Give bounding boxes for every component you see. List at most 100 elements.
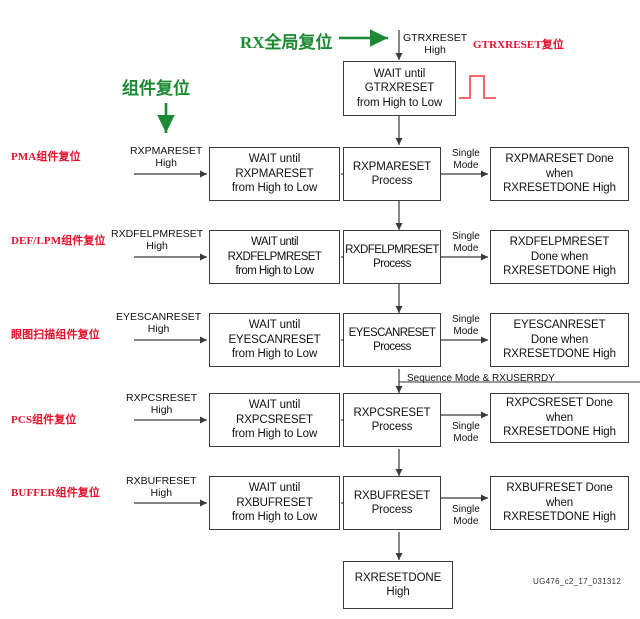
done-line-2: when: [545, 411, 574, 424]
done-line-1: RXBUFRESET Done: [506, 482, 613, 495]
done-line-2: Done when: [530, 250, 589, 263]
signal-state: High: [155, 157, 177, 169]
mode-label-buffer: Single Mode: [452, 504, 480, 527]
process-box-rxdfelpmreset: RXDFELPMRESET Process: [343, 230, 441, 284]
mode-line-1: Single: [452, 314, 480, 325]
process-line-2: Process: [371, 421, 413, 433]
wait-line-2: RXBUFRESET: [236, 496, 313, 509]
mode-line-1: Single: [452, 504, 480, 515]
row-label-buffer: BUFFER组件复位: [11, 487, 100, 499]
mode-label-eyescan: Single Mode: [452, 314, 480, 337]
wait-box-rxpmareset: WAIT until RXPMARESET from High to Low: [209, 147, 340, 201]
done-line-2: when: [545, 167, 574, 180]
wait-line-1: WAIT until: [373, 67, 426, 80]
mode-line-2: Mode: [453, 325, 479, 337]
wait-line-1: WAIT until: [248, 482, 301, 495]
mode-label-pcs: Single Mode: [452, 421, 480, 444]
mode-label-dfe-lpm: Single Mode: [452, 231, 480, 254]
wait-line-2: RXPMARESET: [235, 167, 314, 180]
row-label-eyescan: 眼图扫描组件复位: [11, 329, 100, 341]
annotation-component-reset: 组件复位: [122, 79, 190, 98]
wait-box-rxbufreset: WAIT until RXBUFRESET from High to Low: [209, 476, 340, 530]
process-line-1: EYESCANRESET: [348, 326, 436, 339]
signal-state: High: [146, 240, 168, 252]
wait-box-rxpcsreset: WAIT until RXPCSRESET from High to Low: [209, 393, 340, 447]
done-line-3: RXRESETDONE High: [503, 426, 616, 439]
wait-line-3: from High to Low: [231, 182, 318, 195]
signal-label-gtrxreset: GTRXRESET High: [403, 32, 467, 56]
signal-state: High: [150, 487, 173, 499]
final-line-1: RXRESETDONE: [354, 571, 442, 584]
wait-line-2: RXPCSRESET: [236, 413, 313, 426]
mode-line-2: Mode: [453, 242, 479, 254]
signal-label-eyescanreset: EYESCANRESET High: [116, 311, 201, 335]
done-line-2: when: [545, 496, 574, 509]
process-box-rxbufreset: RXBUFRESET Process: [343, 476, 441, 530]
wait-box-gtrxreset: WAIT until GTRXRESET from High to Low: [343, 61, 456, 116]
done-line-2: Done when: [530, 333, 589, 346]
process-box-eyescanreset: EYESCANRESET Process: [343, 313, 441, 367]
wait-line-1: WAIT until: [251, 236, 298, 249]
wait-box-eyescanreset: WAIT until EYESCANRESET from High to Low: [209, 313, 340, 367]
process-line-2: Process: [371, 504, 413, 516]
done-line-3: RXRESETDONE High: [503, 511, 616, 524]
signal-state: High: [147, 323, 170, 335]
mode-line-2: Mode: [453, 515, 479, 527]
figure-id-footer: UG476_c2_17_031312: [533, 577, 622, 586]
process-line-1: RXPCSRESET: [353, 406, 431, 419]
process-line-2: Process: [373, 341, 411, 353]
done-box-rxpmareset: RXPMARESET Done when RXRESETDONE High: [490, 147, 629, 201]
process-line-1: RXPMARESET: [352, 160, 432, 173]
row-label-pma: PMA组件复位: [11, 151, 81, 163]
process-box-rxpmareset: RXPMARESET Process: [343, 147, 441, 201]
row-label-pcs: PCS组件复位: [11, 414, 77, 426]
wait-line-3: from High to Low: [235, 265, 314, 278]
mode-line-2: Mode: [453, 159, 479, 171]
wait-line-2: RXDFELPMRESET: [227, 250, 322, 263]
mode-line-1: Single: [452, 421, 480, 432]
process-box-rxpcsreset: RXPCSRESET Process: [343, 393, 441, 447]
wait-line-3: from High to Low: [231, 348, 318, 361]
done-line-1: EYESCANRESET: [513, 319, 606, 332]
row-label-dfe-lpm: DEF/LPM组件复位: [11, 235, 106, 247]
process-line-1: RXDFELPMRESET: [345, 243, 439, 256]
process-line-2: Process: [371, 175, 413, 187]
sequence-mode-label: Sequence Mode & RXUSERRDY: [407, 373, 555, 384]
signal-label-rxpmareset: RXPMARESET High: [130, 145, 202, 169]
wait-line-3: from High to Low: [231, 511, 318, 524]
final-line-2: High: [386, 586, 410, 598]
wait-line-1: WAIT until: [248, 153, 301, 166]
signal-label-rxpcsreset: RXPCSRESET High: [126, 392, 197, 416]
signal-name: EYESCANRESET: [116, 311, 202, 323]
annotation-rx-global-reset: RX全局复位: [240, 33, 333, 52]
mode-line-2: Mode: [453, 432, 479, 444]
done-line-1: RXPMARESET Done: [505, 153, 614, 166]
signal-name: GTRXRESET: [403, 32, 468, 44]
wait-line-2: GTRXRESET: [364, 82, 435, 95]
done-line-1: RXPCSRESET Done: [506, 397, 613, 410]
signal-name: RXPCSRESET: [126, 392, 198, 404]
done-line-3: RXRESETDONE High: [503, 348, 616, 361]
mode-label-pma: Single Mode: [452, 148, 480, 171]
done-line-1: RXDFELPMRESET: [509, 236, 610, 249]
signal-state: High: [424, 44, 446, 56]
signal-name: RXPMARESET: [130, 145, 203, 157]
mode-line-1: Single: [452, 148, 480, 159]
wait-box-rxdfelpmreset: WAIT until RXDFELPMRESET from High to Lo…: [209, 230, 340, 284]
wait-line-3: from High to Low: [356, 96, 443, 109]
final-box-rxresetdone: RXRESETDONE High: [343, 561, 453, 609]
signal-name: RXDFELPMRESET: [111, 228, 204, 240]
annotation-gtrxreset-reset: GTRXRESET复位: [473, 39, 564, 51]
wait-line-1: WAIT until: [248, 319, 301, 332]
done-box-rxdfelpmreset: RXDFELPMRESET Done when RXRESETDONE High: [490, 230, 629, 284]
done-line-3: RXRESETDONE High: [503, 265, 616, 278]
signal-name: RXBUFRESET: [126, 475, 197, 487]
mode-line-1: Single: [452, 231, 480, 242]
done-box-rxbufreset: RXBUFRESET Done when RXRESETDONE High: [490, 476, 629, 530]
process-line-1: RXBUFRESET: [353, 489, 431, 502]
done-line-3: RXRESETDONE High: [503, 182, 616, 195]
done-box-eyescanreset: EYESCANRESET Done when RXRESETDONE High: [490, 313, 629, 367]
wait-line-1: WAIT until: [248, 399, 301, 412]
signal-label-rxdfelpmreset: RXDFELPMRESET High: [111, 228, 203, 252]
